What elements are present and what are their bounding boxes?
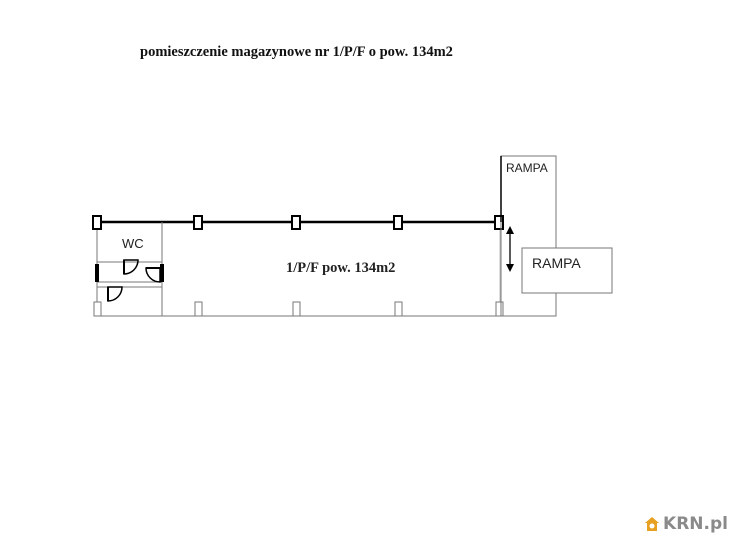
double-arrow-icon [506, 226, 514, 272]
plan-title: pomieszczenie magazynowe nr 1/P/F o pow.… [140, 44, 453, 60]
rampa-top-label: RAMPA [506, 161, 548, 175]
door-icon [107, 286, 123, 302]
krn-watermark: KRN.pl [644, 514, 728, 534]
rampa-vertical [500, 155, 557, 317]
top-pillars [92, 215, 504, 230]
rampa-side-label: RAMPA [532, 255, 581, 271]
wc-label: WC [122, 236, 144, 251]
bottom-pillars [93, 301, 504, 317]
main-room-label: 1/P/F pow. 134m2 [286, 260, 395, 276]
house-logo-icon [645, 517, 660, 531]
wc-room [95, 222, 164, 316]
watermark-text: KRN.pl [663, 514, 728, 534]
rampa-horizontal [521, 247, 613, 294]
door-icon [145, 267, 161, 283]
door-icon [123, 259, 139, 275]
